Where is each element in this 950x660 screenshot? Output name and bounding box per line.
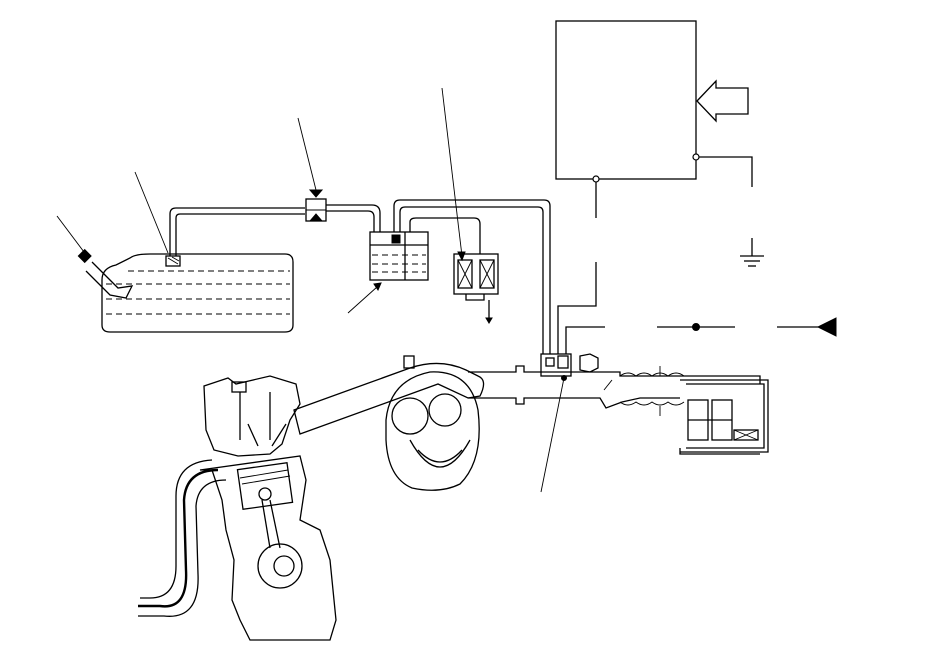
intake-duct [468, 365, 761, 416]
throttle-body [540, 353, 599, 493]
battery-signal-arrow [565, 317, 837, 354]
piston [236, 461, 294, 511]
ecm-box [555, 20, 700, 183]
exhaust-pipe [138, 459, 227, 617]
fuel-tank-vent-valve [134, 171, 181, 267]
air-cleaner [679, 379, 769, 455]
ecm-output-wire [557, 182, 597, 354]
intake-manifold [293, 355, 485, 491]
purge-line [393, 199, 551, 354]
charcoal-canister [347, 231, 429, 314]
two-way-check-valve [297, 117, 327, 222]
engine-cylinder-head [199, 375, 337, 641]
fuel-filler-neck [56, 215, 134, 299]
purge-control-solenoid-valve [441, 87, 499, 324]
vapor-line-tank-to-canister [169, 204, 381, 256]
crankshaft [257, 499, 303, 589]
fuel-tank [101, 253, 294, 333]
input-signal-arrow [696, 79, 749, 123]
ground-symbol [699, 156, 764, 267]
